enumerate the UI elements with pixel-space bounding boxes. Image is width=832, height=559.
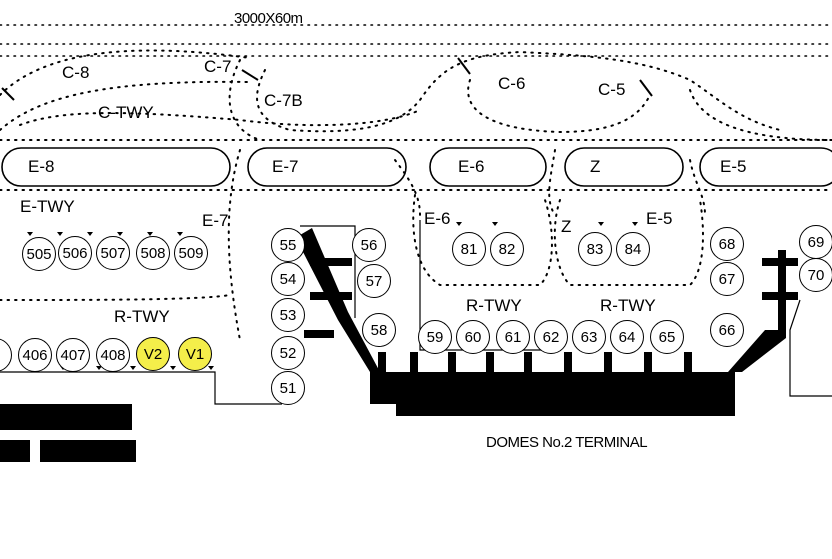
taxiway-label-r-twy-left: R-TWY <box>114 307 170 326</box>
taxiway-label-c7: C-7 <box>204 57 232 76</box>
taxiway-lights <box>0 49 832 341</box>
stand-56[interactable]: 56 <box>352 228 386 262</box>
stand-61[interactable]: 61 <box>496 320 530 354</box>
stand-51[interactable]: 51 <box>271 371 305 405</box>
stand-60[interactable]: 60 <box>456 320 490 354</box>
stand-63[interactable]: 63 <box>572 320 606 354</box>
stand-408[interactable]: 408 <box>96 338 130 372</box>
stand-v1-highlighted[interactable]: V1 <box>178 337 212 371</box>
stand-508[interactable]: 508 <box>136 236 170 270</box>
stand-55[interactable]: 55 <box>271 228 305 262</box>
stand-509[interactable]: 509 <box>174 236 208 270</box>
stand-52[interactable]: 52 <box>271 336 305 370</box>
stand-68[interactable]: 68 <box>710 227 744 261</box>
stand-62[interactable]: 62 <box>534 320 568 354</box>
taxiway-label-c6: C-6 <box>498 74 526 93</box>
stand-58[interactable]: 58 <box>362 313 396 347</box>
holding-positions <box>1 57 653 101</box>
taxiway-label-e7-upper: E-7 <box>272 157 299 176</box>
taxiway-label-e8: E-8 <box>28 157 55 176</box>
stand-v2-highlighted[interactable]: V2 <box>136 337 170 371</box>
stand-54[interactable]: 54 <box>271 262 305 296</box>
taxiway-label-e-twy: E-TWY <box>20 197 75 216</box>
stand-82[interactable]: 82 <box>490 232 524 266</box>
stand-57[interactable]: 57 <box>357 264 391 298</box>
taxiway-label-c7b: C-7B <box>264 91 303 110</box>
stand-53[interactable]: 53 <box>271 298 305 332</box>
taxiway-label-r-twy-mid: R-TWY <box>466 296 522 315</box>
stand-406[interactable]: 406 <box>18 338 52 372</box>
stand-67[interactable]: 67 <box>710 262 744 296</box>
stand-505[interactable]: 505 <box>22 237 56 271</box>
stand-69[interactable]: 69 <box>799 225 832 259</box>
taxiway-label-e6-lower: E-6 <box>424 209 451 228</box>
runway-edge-lights <box>0 24 832 57</box>
taxiway-label-c5: C-5 <box>598 80 626 99</box>
stand-81[interactable]: 81 <box>452 232 486 266</box>
taxiway-label-e5-lower: E-5 <box>646 209 673 228</box>
terminal-building <box>0 228 798 462</box>
taxiway-label-c-twy: C-TWY <box>98 103 154 122</box>
stand-59[interactable]: 59 <box>418 320 452 354</box>
taxiway-label-z-upper: Z <box>590 157 601 176</box>
taxiway-label-r-twy-right: R-TWY <box>600 296 656 315</box>
apron-boundaries <box>0 220 832 405</box>
taxiway-label-c8: C-8 <box>62 63 90 82</box>
taxiway-islands <box>1 147 832 187</box>
stand-84[interactable]: 84 <box>616 232 650 266</box>
stand-66[interactable]: 66 <box>710 313 744 347</box>
stand-506[interactable]: 506 <box>58 236 92 270</box>
stand-407[interactable]: 407 <box>56 338 90 372</box>
stand-70[interactable]: 70 <box>799 258 832 292</box>
taxiway-label-z-lower: Z <box>561 217 572 236</box>
terminal-name-label: DOMES No.2 TERMINAL <box>486 434 648 451</box>
stand-507[interactable]: 507 <box>96 236 130 270</box>
stand-64[interactable]: 64 <box>610 320 644 354</box>
taxiway-label-e7-lower: E-7 <box>202 211 229 230</box>
stand-65[interactable]: 65 <box>650 320 684 354</box>
runway-dimension-label: 3000X60m <box>234 10 303 27</box>
stand-83[interactable]: 83 <box>578 232 612 266</box>
taxiway-label-e6-upper: E-6 <box>458 157 485 176</box>
taxiway-label-e5-upper: E-5 <box>720 157 747 176</box>
